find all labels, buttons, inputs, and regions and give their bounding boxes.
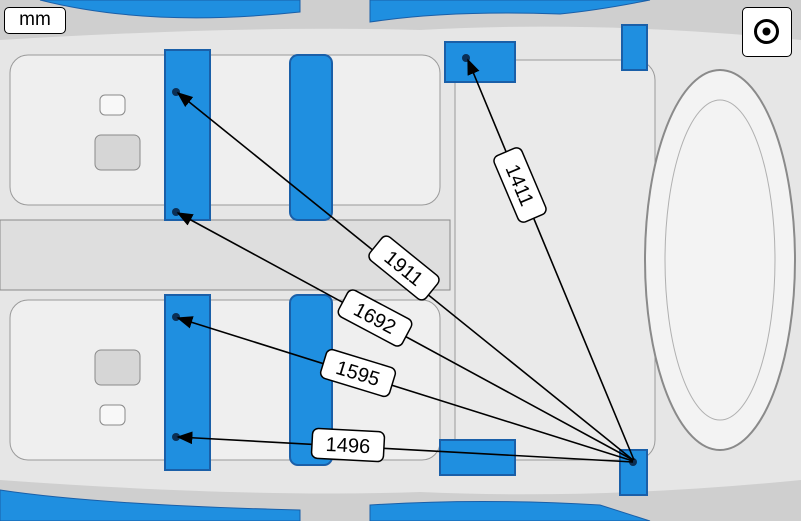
spare-wheel-well (644, 69, 796, 451)
rear-mount-upper (621, 24, 648, 71)
dimension-line-1496 (176, 431, 634, 463)
rocker-top-center (369, 0, 651, 23)
measure-point-front-upper (172, 88, 180, 96)
dimension-label-1496: 1496 (310, 427, 386, 463)
rear-floor-pan (454, 59, 656, 461)
rear-bracket-upper (444, 41, 516, 83)
rocker-bottom-center (369, 501, 651, 521)
dimension-line-1595 (176, 316, 634, 462)
dimension-line-1411 (467, 58, 635, 461)
floor-hole-2 (99, 404, 126, 426)
rear-seat-crossmember-upper (289, 54, 333, 221)
floor-depression-1 (94, 134, 141, 171)
view-direction-icon (742, 7, 792, 57)
rear-bracket-lower (439, 439, 516, 476)
front-seat-crossmember-upper (164, 49, 211, 221)
spare-wheel-well-inner (664, 99, 776, 421)
rocker-top-left (39, 0, 301, 19)
rocker-bottom-left (0, 489, 301, 521)
measure-point-front-center-lower (172, 313, 180, 321)
unit-label: mm (4, 7, 66, 34)
svg-text:1496: 1496 (325, 434, 371, 458)
floor-depression-2 (94, 349, 141, 386)
floor-hole-1 (99, 94, 126, 116)
measure-point-front-center-upper (172, 208, 180, 216)
